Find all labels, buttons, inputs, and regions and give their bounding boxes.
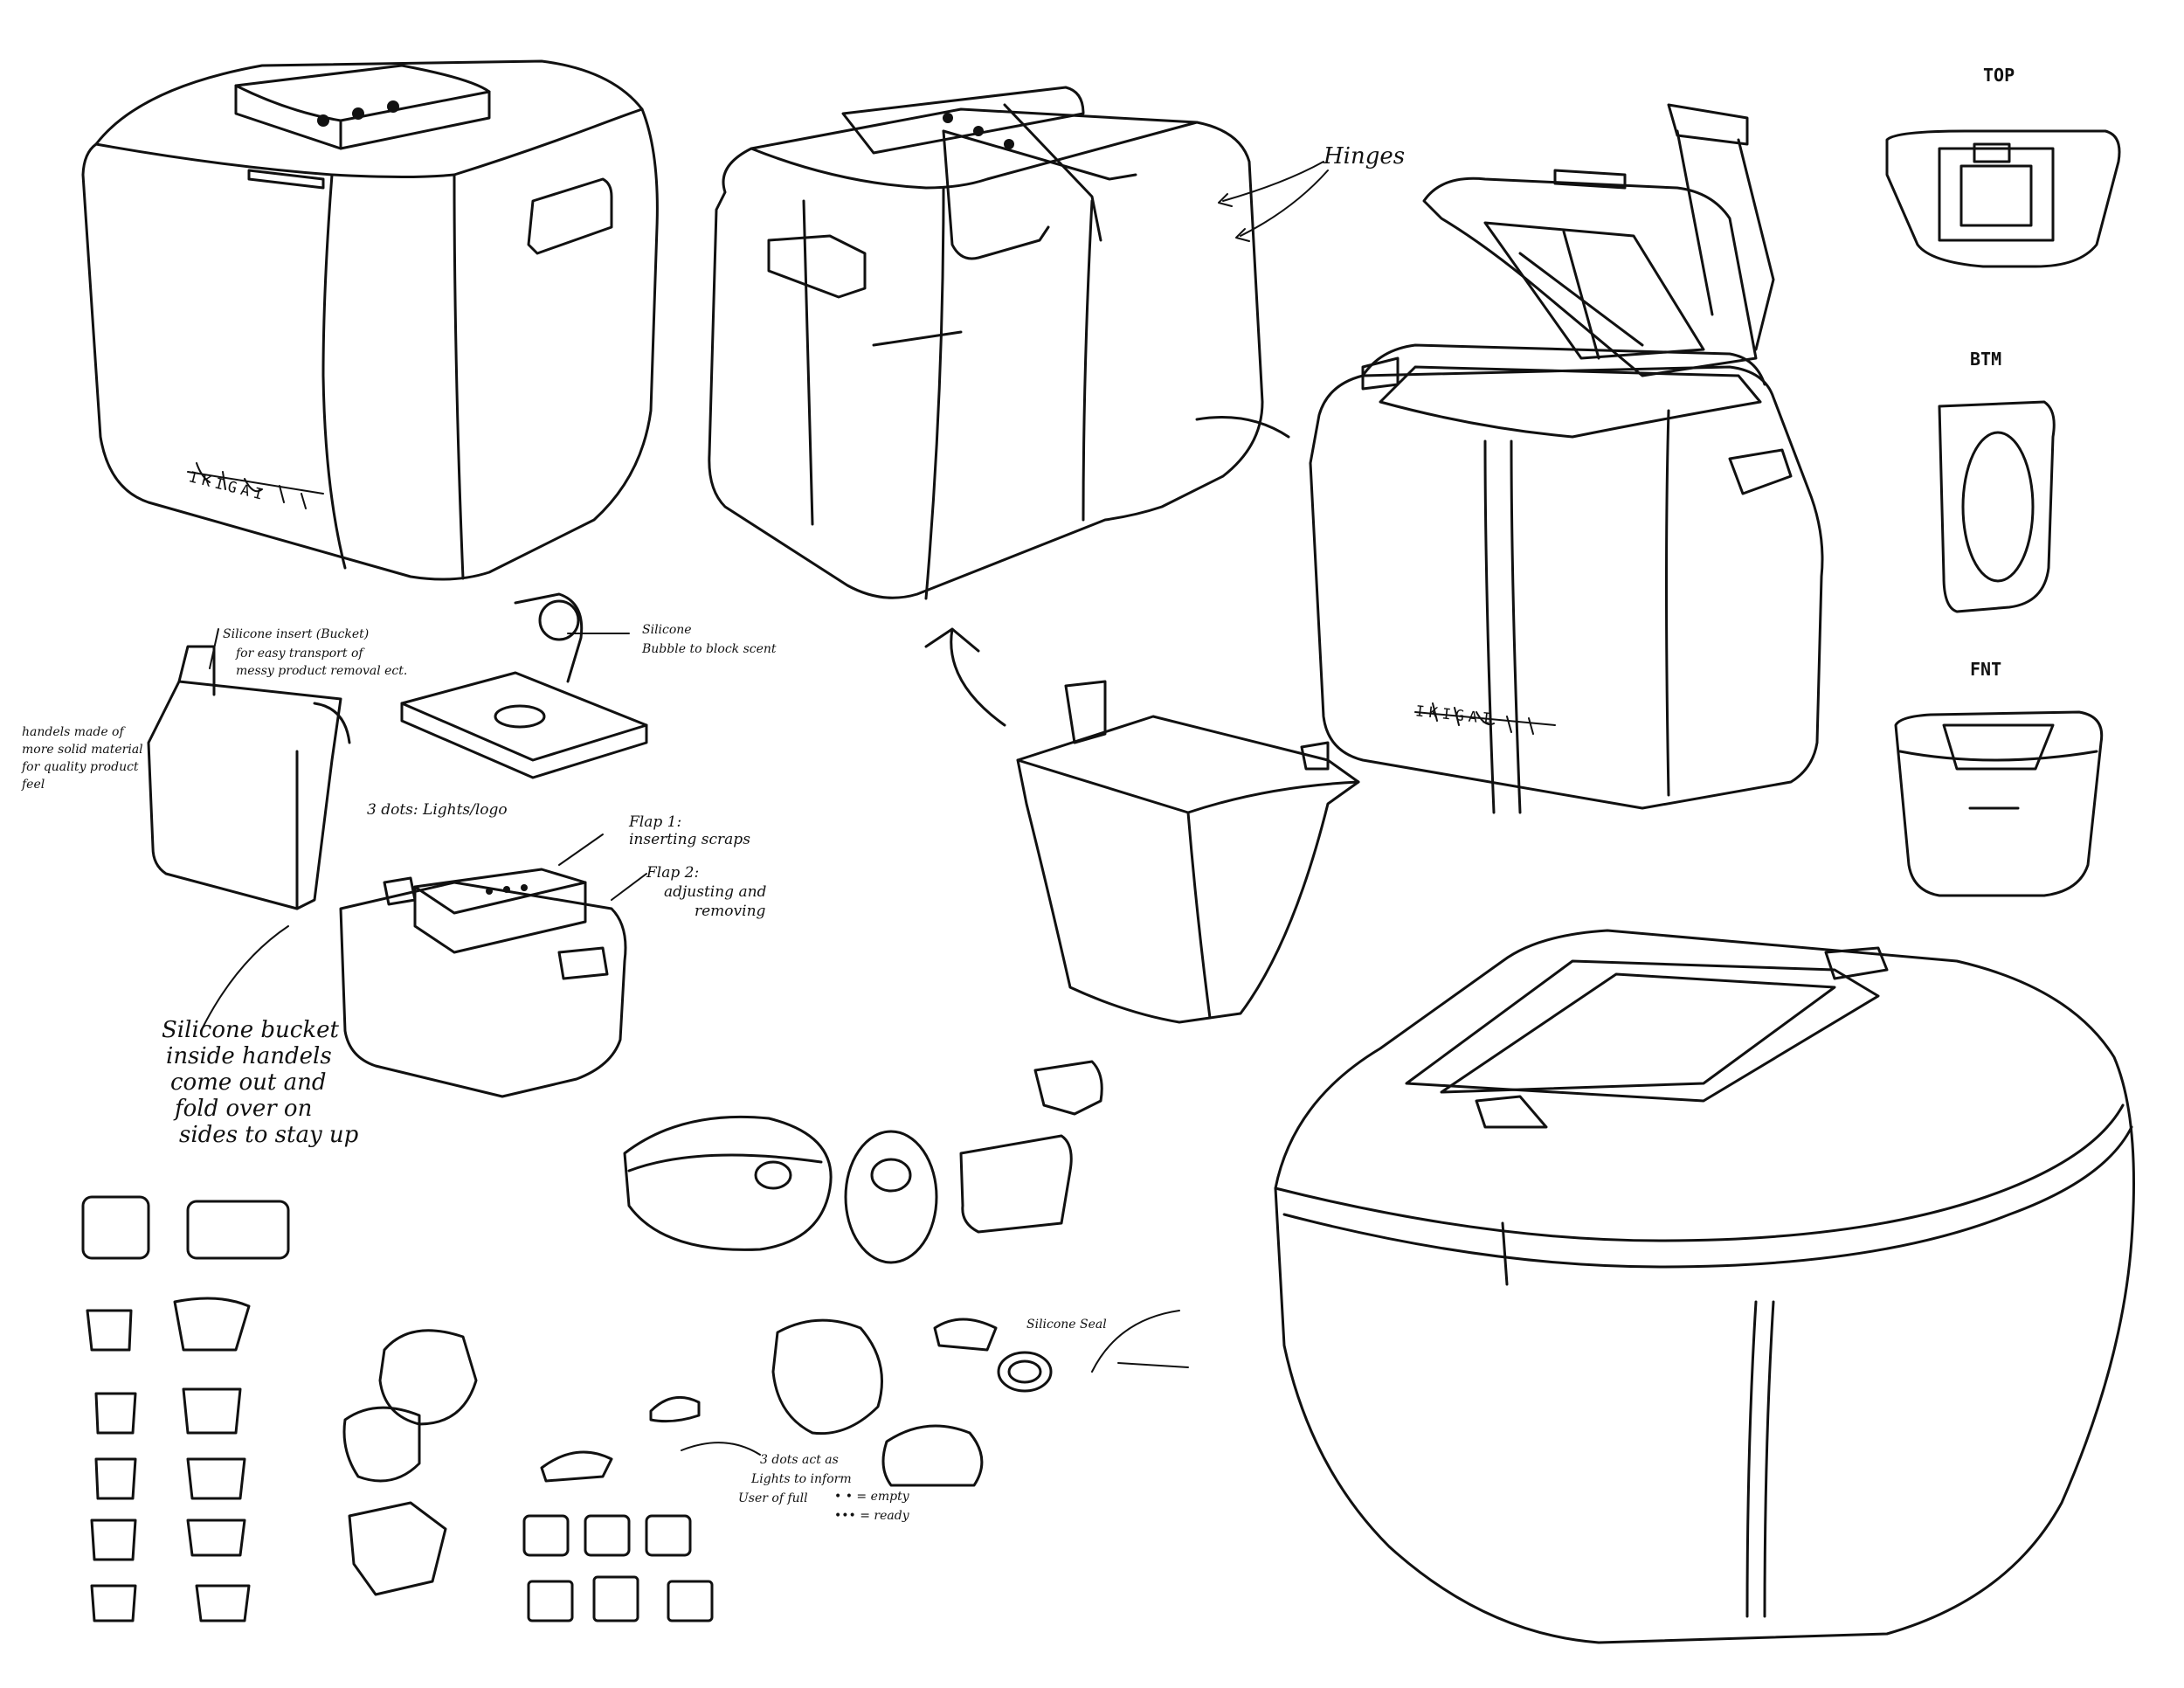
front-view bbox=[1894, 710, 2104, 897]
note-handles-3: for quality product bbox=[22, 760, 139, 774]
note-silicone-seal: Silicone Seal bbox=[1026, 1318, 1107, 1332]
icon-variants bbox=[522, 1442, 761, 1622]
note-handles-2: more solid material bbox=[22, 743, 143, 757]
note-handles-1: handels made of bbox=[22, 725, 124, 739]
note-silicone-insert-3: messy product removal ect. bbox=[236, 664, 408, 678]
small-bucket-sketch bbox=[147, 645, 351, 910]
note-bucket-3: come out and bbox=[170, 1069, 327, 1096]
note-flap2-3: removing bbox=[695, 903, 766, 920]
label-view-btm: BTM bbox=[1970, 349, 2002, 370]
closed-bin-sketch bbox=[81, 59, 659, 581]
note-bucket-5: sides to stay up bbox=[179, 1122, 359, 1148]
note-lights-3: User of full bbox=[738, 1491, 808, 1505]
top-view bbox=[1885, 129, 2121, 268]
note-lights-5: ••• = ready bbox=[834, 1509, 909, 1523]
annotation-leaders bbox=[200, 628, 647, 1032]
transition-arrow bbox=[924, 627, 1006, 727]
rounded-bin-sketch bbox=[1274, 929, 2135, 1644]
note-bucket-2: inside handels bbox=[166, 1043, 332, 1069]
open-bin-sketch bbox=[1309, 103, 1824, 814]
note-silicone-insert-1: Silicone insert (Bucket) bbox=[223, 627, 370, 641]
note-lights-4: • • = empty bbox=[834, 1490, 909, 1504]
label-view-fnt: FNT bbox=[1970, 659, 2002, 680]
hinges-arrows bbox=[1218, 161, 1329, 242]
bottom-view bbox=[1938, 400, 2056, 613]
note-flap2-2: adjusting and bbox=[664, 883, 767, 901]
blob-concepts bbox=[342, 1060, 1189, 1596]
note-lights-2: Lights to inform bbox=[751, 1472, 852, 1486]
shape-thumbnails bbox=[81, 1195, 290, 1622]
label-hinges: Hinges bbox=[1324, 143, 1406, 169]
bucket-sketch bbox=[1016, 416, 1360, 1024]
note-flap2-1: Flap 2: bbox=[646, 864, 700, 882]
note-silicone-bubble-2: Bubble to block scent bbox=[642, 642, 777, 656]
label-view-top: TOP bbox=[1983, 65, 2015, 86]
note-bucket-1: Silicone bucket bbox=[162, 1017, 339, 1043]
note-handles-4: feel bbox=[22, 778, 45, 792]
flap-bin-sketch bbox=[708, 86, 1264, 600]
note-flap1-1: Flap 1: bbox=[629, 813, 682, 831]
note-three-dots: 3 dots: Lights/logo bbox=[367, 801, 508, 819]
lid-detail-sketch bbox=[400, 592, 648, 779]
note-lights-1: 3 dots act as bbox=[760, 1453, 839, 1467]
note-bucket-4: fold over on bbox=[175, 1096, 313, 1122]
note-silicone-insert-2: for easy transport of bbox=[236, 647, 363, 661]
note-silicone-bubble-1: Silicone bbox=[642, 623, 692, 637]
note-flap1-2: inserting scraps bbox=[629, 831, 750, 848]
small-closed-bin-sketch bbox=[339, 868, 627, 1098]
